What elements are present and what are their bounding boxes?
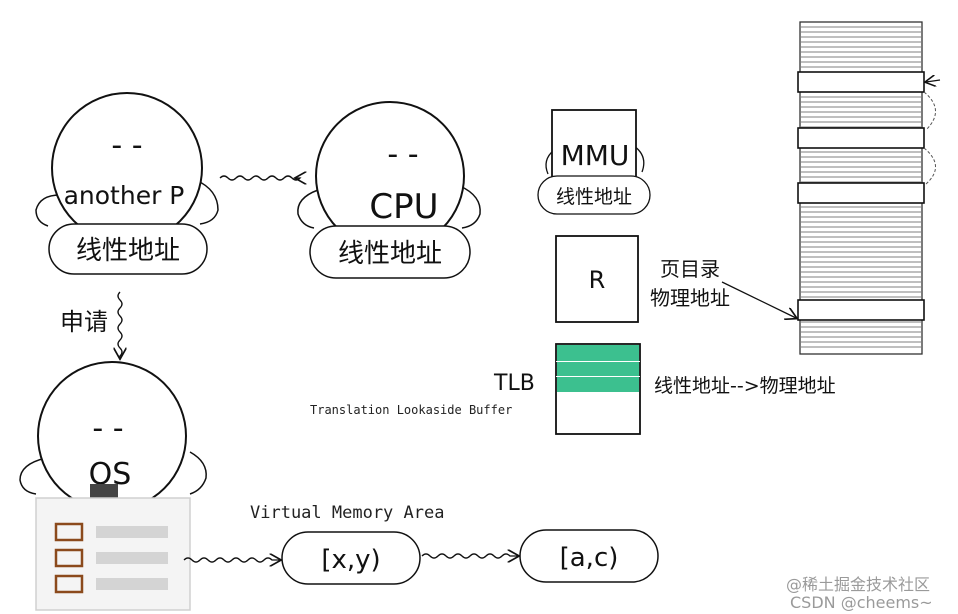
mmu-label: MMU [561, 139, 630, 172]
mmu-node: MMU 线性地址 [537, 109, 651, 215]
another-p-badge-label: 线性地址 [76, 236, 180, 266]
list-bar [96, 552, 168, 564]
physical-address-label: 物理地址 [650, 286, 730, 310]
os-process-list [35, 497, 191, 611]
juejin-watermark: @稀土掘金技术社区 [786, 575, 930, 594]
page-entry [797, 127, 925, 149]
tlb-subtitle: Translation Lookaside Buffer [310, 403, 512, 417]
tlb-label: TLB [493, 371, 535, 396]
arrow-os-to-vma1 [183, 558, 280, 562]
list-bar [96, 578, 168, 590]
another-p-face: - - [111, 128, 142, 163]
another-p-node: - - another P 线性地址 [35, 92, 219, 275]
arrow-p-to-os [118, 291, 122, 358]
page-directory-label: 页目录 [660, 257, 720, 281]
arrow-vma1-to-vma2 [421, 554, 518, 558]
arrow-p-to-cpu [219, 176, 300, 180]
cpu-node: - - CPU 线性地址 [297, 101, 481, 279]
vma2-label: [a,c) [560, 543, 619, 573]
another-p-badge [48, 223, 208, 275]
vma-title: Virtual Memory Area [250, 503, 444, 523]
another-p-label: another P [64, 181, 185, 210]
list-marker [54, 548, 84, 568]
mmu-badge-label: 线性地址 [556, 186, 632, 208]
page-entry [797, 182, 925, 204]
os-node: - - OS [19, 361, 207, 511]
cpu-badge [309, 225, 471, 279]
vma1-label: [x,y) [321, 545, 380, 575]
register-box [555, 235, 639, 323]
mmu-badge [537, 175, 651, 215]
tlb-mapping-label: 线性地址-->物理地址 [654, 375, 836, 397]
register-label: R [589, 266, 606, 294]
list-bar [96, 526, 168, 538]
os-face: - - [92, 411, 123, 446]
page-entry [797, 71, 925, 93]
page-table [797, 21, 941, 355]
arrow-register-to-page-table [721, 281, 796, 318]
cpu-face: - - [387, 137, 418, 172]
tlb-box [555, 343, 641, 435]
vma2-box [519, 529, 659, 583]
apply-label: 申请 [60, 308, 108, 336]
page-entry [797, 299, 925, 321]
vma1-box [281, 531, 421, 585]
list-marker [54, 574, 84, 594]
cpu-badge-label: 线性地址 [338, 239, 442, 269]
cpu-label: CPU [369, 187, 438, 227]
list-marker [54, 522, 84, 542]
csdn-watermark: CSDN @cheems~ [790, 593, 933, 612]
